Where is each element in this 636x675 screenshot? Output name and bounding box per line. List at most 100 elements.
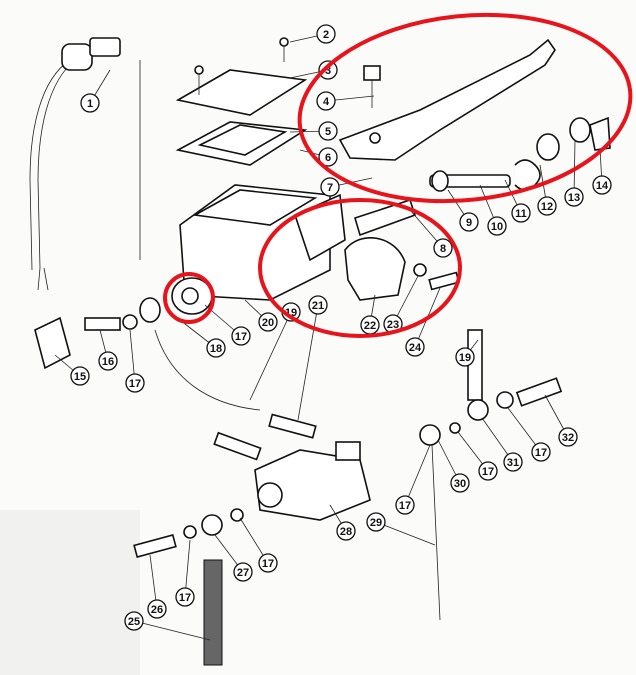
callout-label: 15 <box>74 371 86 383</box>
callout-32: 32 <box>558 427 578 447</box>
callout-24: 24 <box>405 337 425 357</box>
callout-1: 1 <box>80 93 100 113</box>
callout-6: 6 <box>318 147 338 167</box>
right-hose <box>419 329 563 621</box>
callout-circle <box>336 521 356 541</box>
callout-label: 30 <box>454 478 466 490</box>
callout-circle <box>231 326 251 346</box>
callout-5: 5 <box>318 121 338 141</box>
callout-label: 20 <box>262 317 274 329</box>
master-cylinder-body <box>139 60 346 315</box>
clamp <box>344 237 460 301</box>
brake-switch <box>29 37 121 291</box>
callout-label: 25 <box>128 616 140 628</box>
callout-18: 18 <box>206 338 226 358</box>
callout-label: 7 <box>327 182 333 194</box>
callout-29: 29 <box>366 512 386 532</box>
callout-circle <box>531 442 551 462</box>
callout-circle <box>206 338 226 358</box>
callout-label: 26 <box>151 604 163 616</box>
callout-label: 17 <box>535 447 547 459</box>
callout-17: 17 <box>125 373 145 393</box>
callout-16: 16 <box>98 351 118 371</box>
callout-label: 17 <box>262 558 274 570</box>
highlight-clamp <box>258 198 462 338</box>
piston-assembly <box>354 116 611 237</box>
callout-label: 24 <box>409 342 422 354</box>
callout-label: 12 <box>541 201 553 213</box>
callout-label: 32 <box>562 432 574 444</box>
callout-19: 19 <box>455 347 475 367</box>
callout-17: 17 <box>258 553 278 573</box>
callout-circle <box>455 347 475 367</box>
callout-circle <box>147 599 167 619</box>
callout-circle <box>80 93 100 113</box>
callout-circle <box>258 553 278 573</box>
callout-label: 3 <box>325 65 331 77</box>
callout-circle <box>258 312 278 332</box>
callout-label: 11 <box>515 208 527 220</box>
callout-17: 17 <box>395 495 415 515</box>
callout-17: 17 <box>531 442 551 462</box>
callout-28: 28 <box>336 521 356 541</box>
callout-label: 27 <box>237 567 249 579</box>
callout-31: 31 <box>503 452 523 472</box>
leader-line <box>297 304 319 421</box>
callout-15: 15 <box>70 366 90 386</box>
callout-3: 3 <box>318 60 338 80</box>
callout-label: 17 <box>399 500 411 512</box>
callout-label: 9 <box>466 217 472 229</box>
callout-circle <box>124 611 144 631</box>
leader-line <box>375 521 436 546</box>
callout-12: 12 <box>537 196 557 216</box>
callout-14: 14 <box>592 175 612 195</box>
left-banjo-hose <box>34 297 261 411</box>
callout-label: 2 <box>323 29 329 41</box>
callout-circle <box>318 121 338 141</box>
callout-circle <box>558 427 578 447</box>
leader-line <box>249 311 292 401</box>
highlight-marks <box>163 12 633 338</box>
callout-label: 13 <box>568 192 580 204</box>
callout-circle <box>503 452 523 472</box>
callout-circle <box>316 24 336 44</box>
callout-25: 25 <box>124 611 144 631</box>
callout-17: 17 <box>478 461 498 481</box>
callout-label: 22 <box>364 320 376 332</box>
callout-label: 17 <box>482 466 494 478</box>
callout-label: 6 <box>325 152 331 164</box>
highlight-port <box>163 272 215 324</box>
callout-label: 8 <box>440 243 446 255</box>
callout-circle <box>98 351 118 371</box>
callout-17: 17 <box>231 326 251 346</box>
callout-20: 20 <box>258 312 278 332</box>
callout-circle <box>478 461 498 481</box>
callout-label: 17 <box>179 592 191 604</box>
callout-label: 31 <box>507 457 519 469</box>
callout-26: 26 <box>147 599 167 619</box>
bottom-hose <box>133 508 244 666</box>
callout-2: 2 <box>316 24 336 44</box>
callout-label: 23 <box>387 319 399 331</box>
callout-circle <box>308 295 328 315</box>
callout-label: 21 <box>312 300 324 312</box>
callout-label: 18 <box>210 343 222 355</box>
callout-23: 23 <box>383 314 403 334</box>
callout-circle <box>70 366 90 386</box>
callout-21: 21 <box>308 295 328 315</box>
callout-11: 11 <box>511 203 531 223</box>
callout-circle <box>405 337 425 357</box>
callout-13: 13 <box>564 187 584 207</box>
callout-circle <box>592 175 612 195</box>
callout-circle <box>433 238 453 258</box>
callout-27: 27 <box>233 562 253 582</box>
brake-lever <box>338 38 556 161</box>
callout-label: 14 <box>596 180 609 192</box>
callout-circle <box>233 562 253 582</box>
callout-label: 29 <box>370 517 382 529</box>
callout-label: 19 <box>459 352 471 364</box>
